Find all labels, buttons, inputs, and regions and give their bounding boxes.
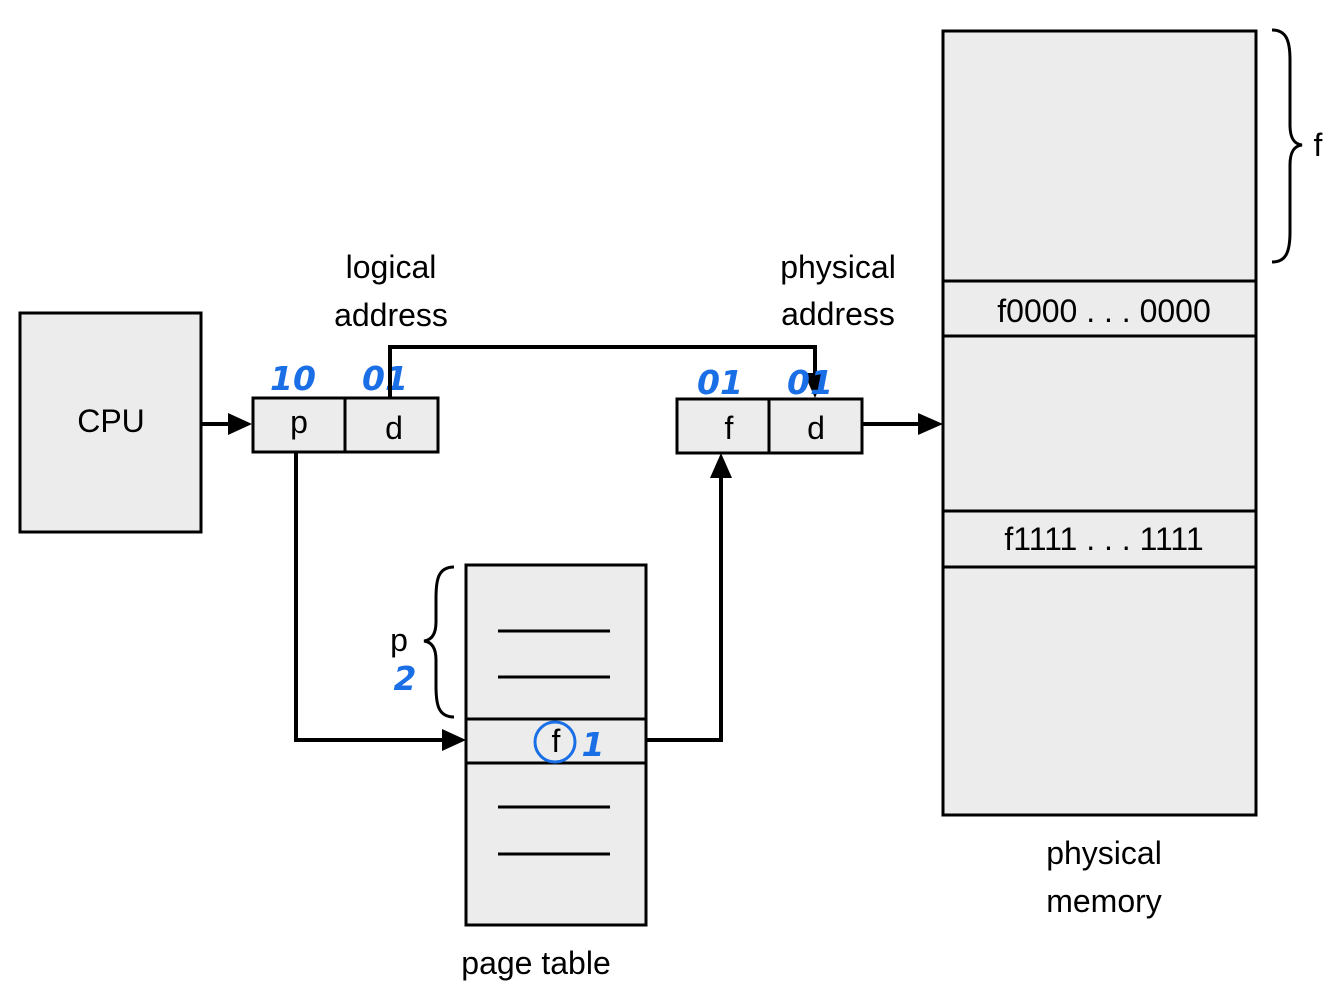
cpu-label: CPU: [77, 403, 145, 439]
logical-d-label: d: [385, 410, 403, 446]
physical-memory-box: [941, 29, 1258, 817]
page-index-line: [294, 452, 445, 742]
physical-address-caption-line1: physical: [780, 249, 896, 285]
physical-f-annotation: 01: [697, 363, 743, 402]
physical-d-annotation: 01: [787, 363, 833, 402]
page-table-caption: page table: [461, 945, 610, 981]
page-index-arrowhead: [442, 729, 466, 751]
frame-number-line: [646, 474, 723, 742]
offset-copy-arrowhead: [804, 373, 826, 398]
physical-memory-brace-label: f: [1314, 127, 1323, 163]
frame-number-arrowhead: [710, 453, 732, 478]
physical-d-label: d: [807, 410, 825, 446]
cpu-to-logical-arrowhead: [228, 413, 252, 435]
page-table-entry-label: f: [552, 723, 561, 759]
logical-address-caption-line2: address: [334, 297, 448, 333]
physical-memory-caption-line1: physical: [1046, 835, 1162, 871]
physical-memory-caption-line2: memory: [1046, 883, 1162, 919]
logical-p-cell: [251, 396, 347, 454]
physical-f-label: f: [725, 410, 734, 446]
page-table-box: [464, 563, 648, 927]
logical-address-caption-line1: logical: [346, 249, 437, 285]
physical-address-caption-line2: address: [781, 296, 895, 332]
page-table-entry-annotation: 1: [582, 725, 605, 764]
page-table-brace: [423, 565, 455, 719]
page-table-entry-circle: [533, 720, 577, 764]
logical-p-label: p: [290, 404, 308, 440]
cpu-box: [18, 311, 203, 534]
page-table-brace-label: p: [390, 622, 408, 658]
frame-start-address: f0000 . . . 0000: [997, 293, 1211, 329]
page-table-brace-annotation: 2: [394, 659, 417, 698]
offset-copy-line: [388, 345, 817, 398]
frame-end-address: f1111 . . . 1111: [1004, 521, 1203, 557]
physical-f-cell: [675, 397, 771, 455]
physical-memory-brace: [1271, 28, 1303, 264]
logical-d-annotation: 01: [362, 359, 408, 398]
physical-to-memory-arrowhead: [918, 413, 943, 435]
logical-p-annotation: 10: [270, 359, 316, 398]
